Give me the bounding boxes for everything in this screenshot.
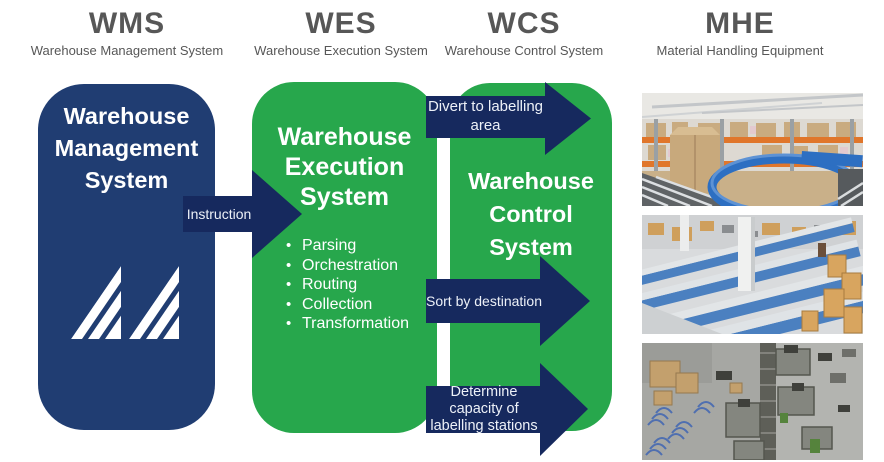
photo-sortation-conveyors: [642, 215, 863, 334]
header-wms-subtitle: Warehouse Management System: [30, 43, 224, 58]
wes-block: Warehouse Execution System Parsing Orche…: [252, 82, 437, 433]
sort-arrow-label: Sort by destination: [426, 293, 542, 309]
determine-capacity-arrow: Determine capacity of labelling stations: [426, 363, 588, 456]
photo-labelling-stations: [642, 343, 863, 460]
header-wms-acronym: WMS: [88, 7, 166, 40]
divert-arrow-label: Divert to labelling area: [427, 98, 544, 134]
wes-list-item: Orchestration: [286, 256, 437, 276]
right-arrow-icon: [183, 170, 302, 258]
right-arrow-icon: [426, 82, 591, 155]
sort-arrow: Sort by destination: [426, 256, 590, 346]
wes-function-list: Parsing Orchestration Routing Collection…: [252, 236, 437, 334]
header-wes-subtitle: Warehouse Execution System: [254, 43, 428, 58]
wcs-block-title: Warehouse Control System: [468, 168, 594, 260]
photo-warehouse-racking-conveyor: [642, 93, 863, 206]
header-wcs: WCS Warehouse Control System: [414, 7, 634, 59]
wes-list-item: Parsing: [286, 236, 437, 256]
instruction-arrow-label: Instruction: [186, 206, 252, 222]
striped-m-logo-icon: [71, 266, 179, 339]
header-wcs-acronym: WCS: [487, 7, 561, 40]
divert-arrow: Divert to labelling area: [426, 82, 591, 155]
wes-block-title: Warehouse Execution System: [277, 123, 412, 211]
right-arrow-icon: [426, 363, 588, 456]
wms-block: Warehouse Management System: [38, 84, 215, 430]
instruction-arrow: Instruction: [183, 170, 302, 258]
wes-list-item: Collection: [286, 295, 437, 315]
wms-block-title: Warehouse Management System: [54, 103, 199, 193]
determine-capacity-arrow-label: Determine capacity of labelling stations: [430, 384, 538, 434]
wcs-block: Warehouse Control System: [450, 83, 612, 431]
header-wms: WMS Warehouse Management System: [17, 7, 237, 59]
header-mhe-subtitle: Material Handling Equipment: [656, 43, 824, 58]
wes-list-item: Routing: [286, 275, 437, 295]
right-arrow-icon: [426, 256, 590, 346]
header-wes-acronym: WES: [305, 7, 377, 40]
wes-list-item: Transformation: [286, 314, 437, 334]
header-wcs-subtitle: Warehouse Control System: [444, 43, 604, 58]
header-mhe-acronym: MHE: [705, 7, 775, 40]
header-wes: WES Warehouse Execution System: [231, 7, 451, 59]
header-mhe: MHE Material Handling Equipment: [630, 7, 850, 59]
